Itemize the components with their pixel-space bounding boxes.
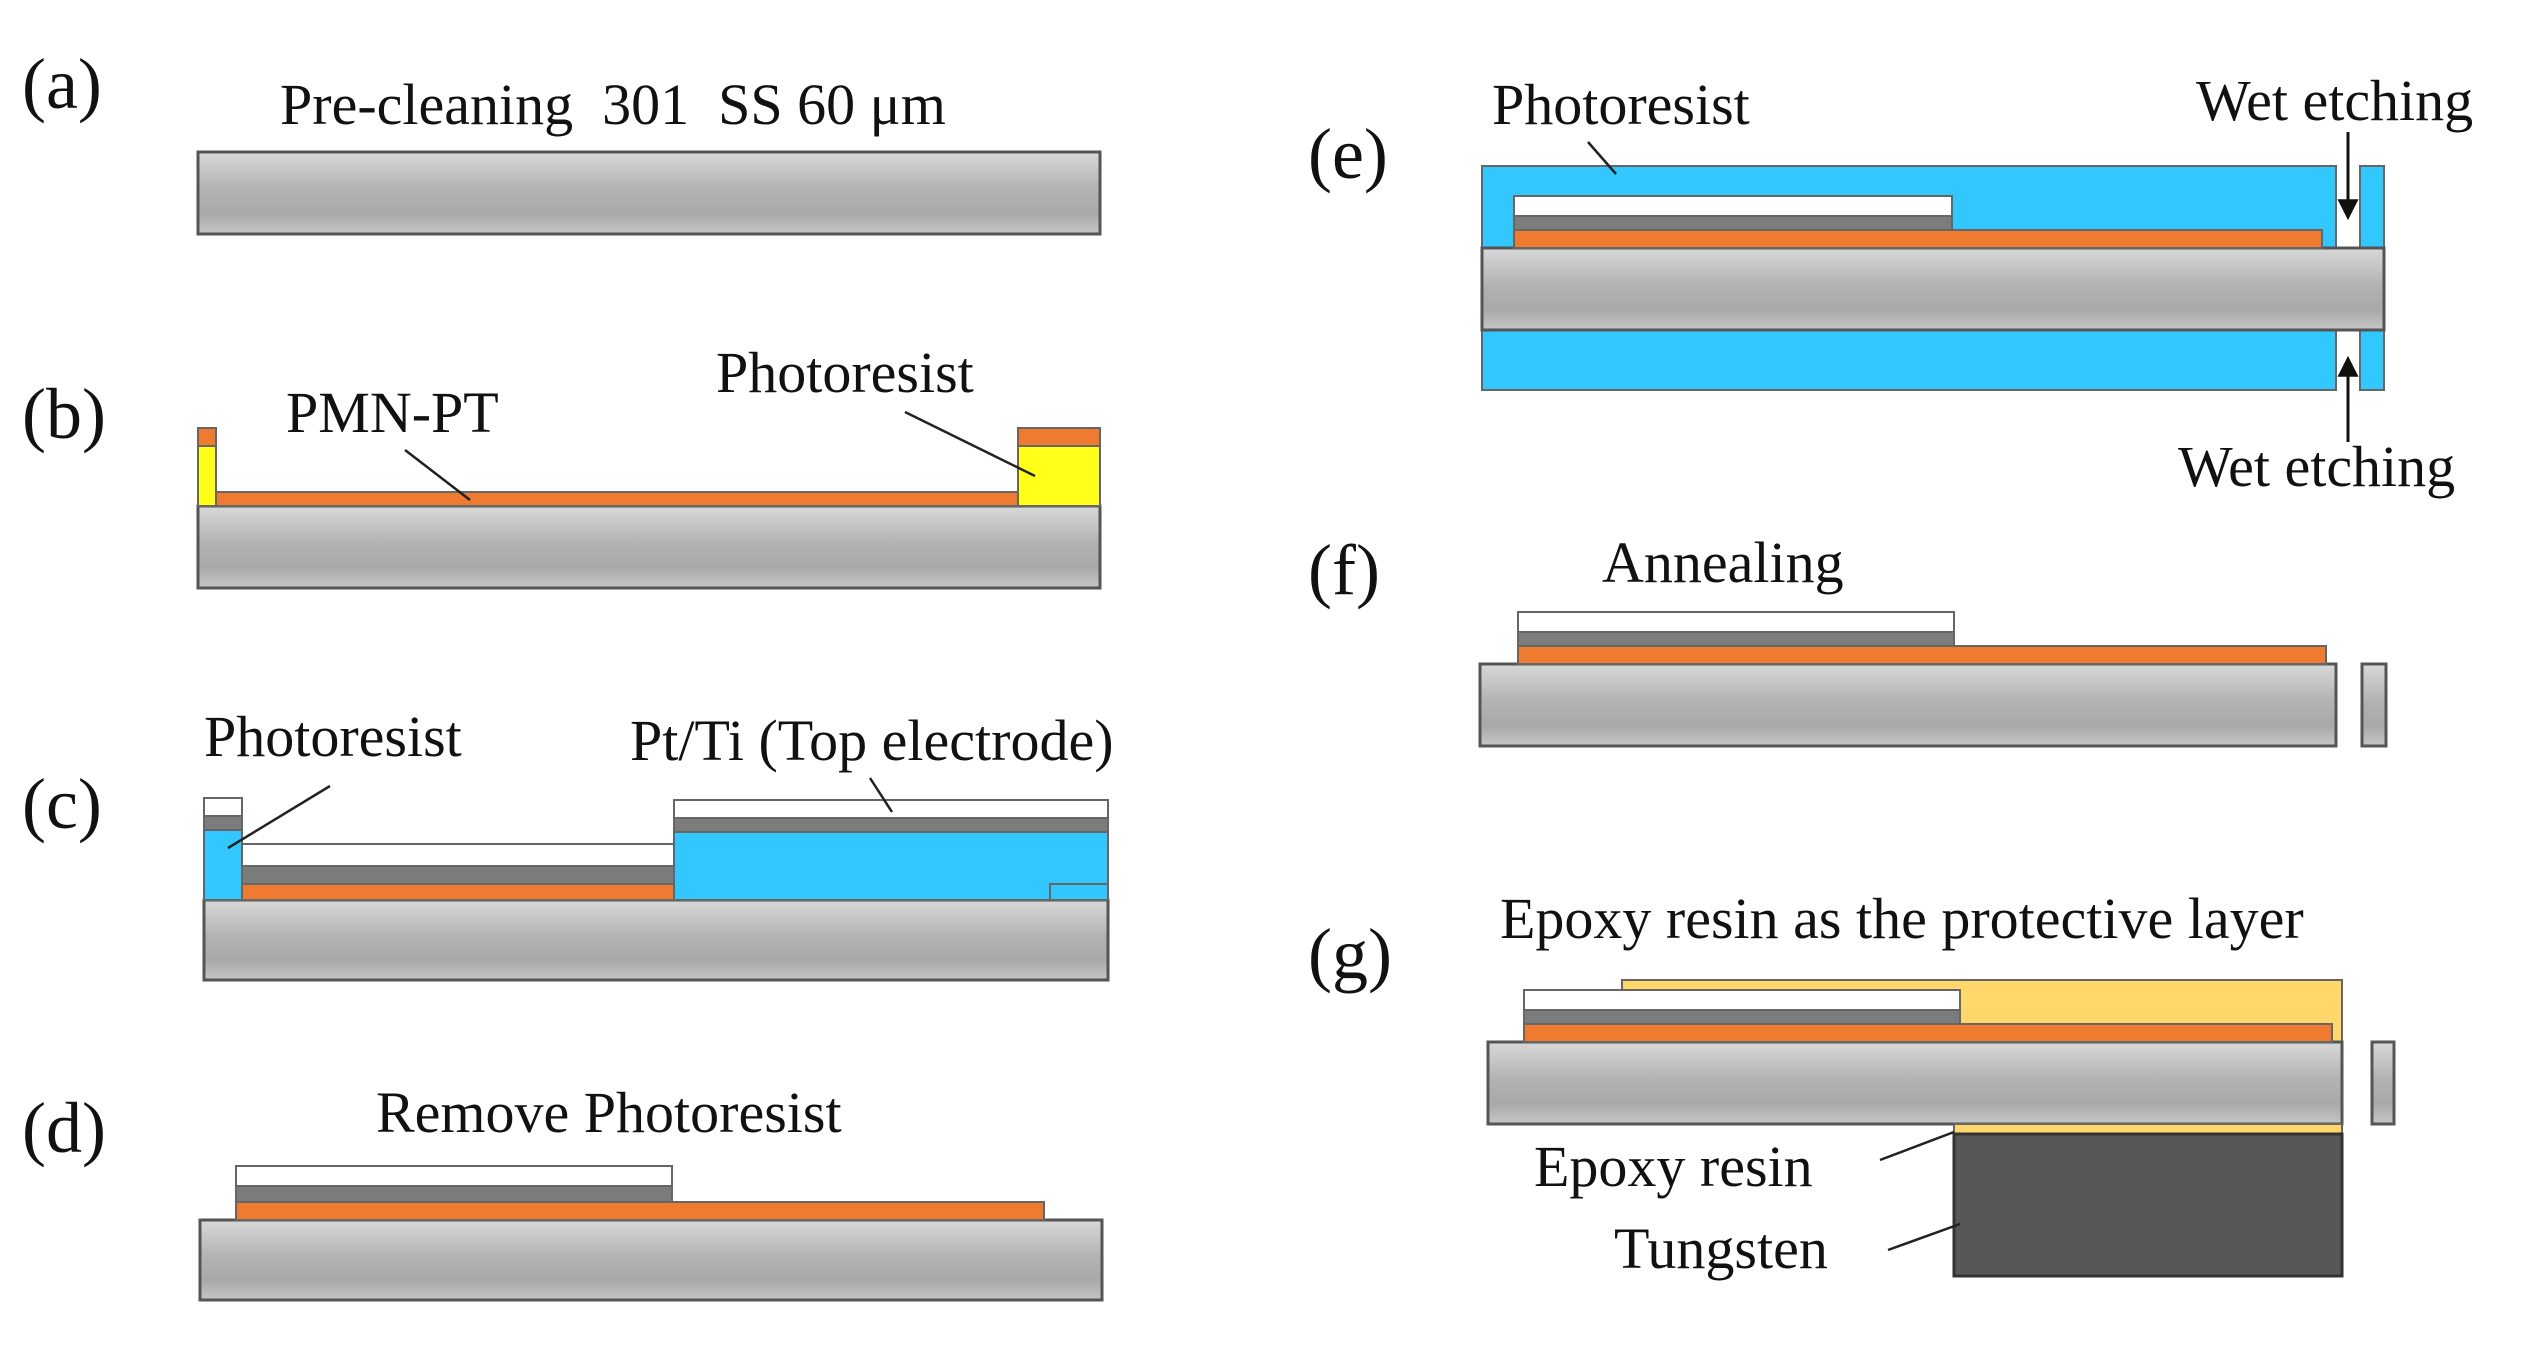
photoresist-bottom — [1481, 329, 2337, 391]
steel-substrate — [198, 1218, 1104, 1302]
tungsten-backing — [1952, 1132, 2344, 1278]
photoresist-left — [203, 829, 243, 901]
steel-substrate — [1478, 662, 2338, 748]
pmn-pt-layer — [235, 1201, 1045, 1221]
step-d: (d) Remove Photoresist — [22, 1080, 1104, 1302]
step-d-caption: Remove Photoresist — [376, 1080, 842, 1145]
photoresist-leader — [904, 410, 1036, 478]
pmn-pt-layer — [1523, 1023, 2333, 1043]
steel-substrate — [196, 150, 1102, 236]
step-f-caption: Annealing — [1602, 530, 1844, 595]
photoresist-block-right — [1017, 445, 1101, 507]
steel-substrate — [1486, 1040, 2344, 1126]
titanium-layer — [235, 1185, 673, 1203]
step-a-label: (a) — [22, 44, 102, 124]
protective-layer-caption: Epoxy resin as the protective layer — [1500, 886, 2304, 951]
separated-strip — [2360, 662, 2388, 748]
step-d-label: (d) — [22, 1088, 106, 1168]
titanium-layer — [241, 865, 675, 885]
epoxy-resin-label: Epoxy resin — [1534, 1134, 1813, 1199]
titanium-layer — [1517, 631, 1955, 647]
step-a-caption: Pre-cleaning 301 SS 60 μm — [280, 72, 946, 137]
step-c: (c) Photoresist Pt/Ti (Top electrode) — [22, 704, 1114, 982]
step-c-label: (c) — [22, 764, 102, 844]
pmn-pt-leader — [404, 449, 471, 501]
steel-substrate — [1480, 246, 2386, 332]
platinum-layer — [241, 843, 675, 867]
photoresist-block-left — [197, 445, 217, 507]
pmn-pt-residue-left — [197, 427, 217, 447]
separated-strip — [2370, 1040, 2396, 1126]
platinum-layer — [235, 1165, 673, 1187]
photoresist-right — [673, 831, 1109, 901]
step-b-label: (b) — [22, 374, 106, 454]
pmn-pt-label: PMN-PT — [286, 380, 499, 445]
wet-etching-top-label: Wet etching — [2196, 68, 2473, 133]
photoresist-label: Photoresist — [204, 704, 462, 769]
step-a: (a) Pre-cleaning 301 SS 60 μm — [22, 44, 1102, 236]
titanium-layer — [1523, 1009, 1961, 1025]
pmn-pt-residue-right — [1017, 427, 1101, 447]
pmn-pt-layer — [1517, 645, 2327, 665]
top-electrode-label: Pt/Ti (Top electrode) — [630, 708, 1114, 773]
tungsten-label: Tungsten — [1614, 1216, 1828, 1281]
platinum-layer — [1513, 195, 1953, 217]
photoresist-right-edge — [1049, 883, 1109, 901]
electrode-leader — [868, 777, 894, 813]
pmn-pt-layer — [215, 491, 1019, 507]
platinum-layer — [1523, 989, 1961, 1011]
photoresist-leader — [227, 784, 331, 850]
steel-substrate — [196, 504, 1102, 590]
step-f: (f) Annealing — [1308, 530, 2388, 748]
step-e: (e) Photoresist Wet etching Wet etching — [1308, 68, 2473, 499]
titanium-layer — [1513, 215, 1953, 231]
step-e-label: (e) — [1308, 114, 1388, 194]
epoxy-leader — [1879, 1130, 1955, 1162]
step-b: (b) PMN-PT Photoresist — [22, 340, 1102, 590]
photoresist-leader — [1587, 141, 1617, 175]
steel-substrate — [202, 898, 1110, 982]
wet-etching-bottom-label: Wet etching — [2178, 434, 2455, 499]
platinum-on-resist-left — [203, 797, 243, 817]
tungsten-leader — [1887, 1222, 1961, 1252]
photoresist-label: Photoresist — [716, 340, 974, 405]
step-f-label: (f) — [1308, 530, 1380, 610]
photoresist-label: Photoresist — [1492, 72, 1750, 137]
pmn-pt-layer — [1513, 229, 2323, 249]
platinum-layer — [1517, 611, 1955, 633]
step-g: (g) Epoxy resin as the protective layer … — [1308, 886, 2396, 1281]
titanium-on-resist-left — [203, 815, 243, 831]
titanium-on-resist — [673, 817, 1109, 833]
step-g-label: (g) — [1308, 914, 1392, 994]
